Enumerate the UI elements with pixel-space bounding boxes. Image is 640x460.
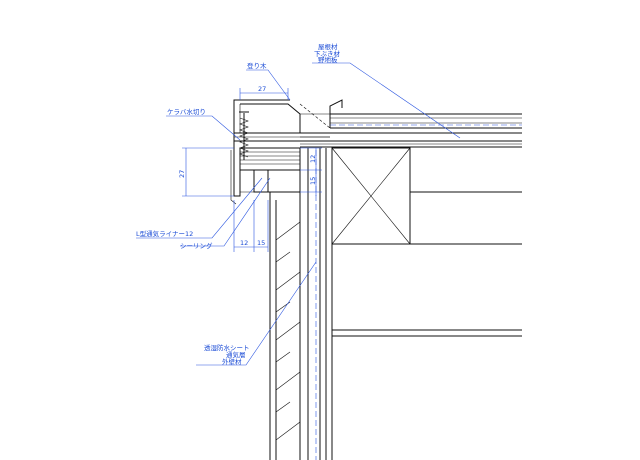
roof-assembly bbox=[234, 99, 522, 148]
dim-left-27: 27 bbox=[178, 170, 186, 178]
label-underlay: 下ぶき材 bbox=[314, 49, 341, 58]
eave-board-stack bbox=[239, 147, 301, 193]
dim-bottom-12: 12 bbox=[240, 239, 248, 247]
label-air-layer: 通気層 bbox=[226, 350, 246, 359]
label-exterior-wall: 外壁材 bbox=[222, 357, 242, 366]
dim-top-27: 27 bbox=[258, 85, 266, 93]
label-keraba: ケラバ水切り bbox=[167, 107, 206, 116]
dim-right-15: 15 bbox=[309, 177, 317, 185]
interior-structure bbox=[331, 147, 522, 337]
wall-assembly bbox=[269, 148, 333, 460]
label-nobori: 登り木 bbox=[247, 61, 267, 70]
dimensions: 27 27 12 15 12 15 bbox=[178, 85, 322, 252]
dim-bottom-15: 15 bbox=[257, 239, 265, 247]
label-l-liner: L型通気ライナー12 bbox=[136, 229, 193, 238]
label-sheathing: 野地板 bbox=[318, 55, 338, 64]
label-roof-material: 屋根材 bbox=[318, 42, 338, 51]
leader-lines bbox=[136, 62, 461, 366]
label-breathable-sheet: 透湿防水シート bbox=[204, 343, 250, 352]
dim-right-12: 12 bbox=[309, 155, 317, 163]
label-sealing: シーリング bbox=[180, 241, 213, 250]
annotation-labels: 屋根材 下ぶき材 野地板 登り木 ケラバ水切り L型通気ライナー12 シーリング… bbox=[136, 42, 341, 366]
